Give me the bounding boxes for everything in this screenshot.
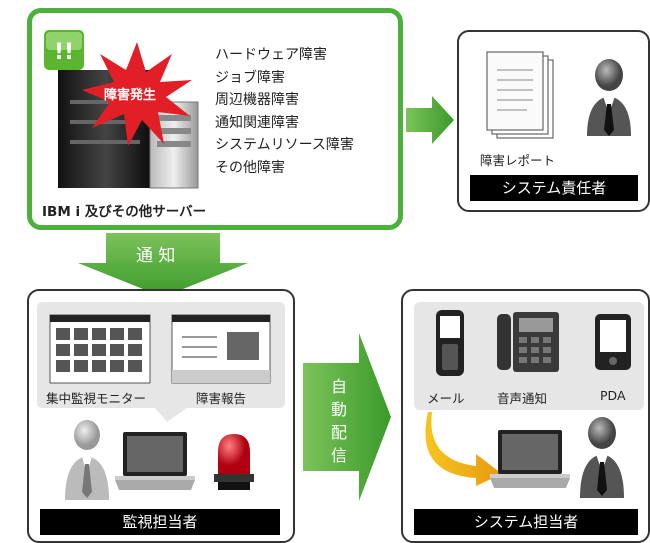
alert-icon: !!	[44, 30, 84, 70]
failure-item: 周辺機器障害	[215, 92, 299, 108]
pda-icon	[595, 314, 631, 370]
report-screen-icon	[171, 314, 271, 384]
delivery-label: 自 動 配 信	[329, 375, 349, 467]
right-arrow-top	[406, 96, 454, 144]
alarm-light-icon	[214, 434, 254, 490]
failure-item: その他障害	[215, 159, 285, 176]
desk-phone-icon	[497, 312, 559, 372]
report-document-icon	[486, 51, 554, 139]
notify-label: 通 知	[136, 246, 176, 266]
device-label-voice: 音声通知	[497, 391, 548, 406]
device-label-pda: PDA	[600, 388, 626, 403]
svg-text:!!: !!	[54, 40, 74, 65]
mobile-phone-icon	[436, 310, 464, 376]
monitor-screen-icon	[49, 314, 151, 384]
person-icon	[587, 59, 631, 136]
laptop-icon	[115, 432, 195, 490]
failure-item: 通知関連障害	[215, 114, 299, 131]
failure-list: ハードウェア障害 ジョブ障害 周辺機器障害 通知関連障害 システムリソース障害 …	[215, 44, 354, 179]
admin-role-label: システム責任者	[470, 175, 638, 201]
delivery-char: 配	[330, 423, 347, 442]
curved-arrow-icon	[425, 412, 502, 486]
delivery-char: 信	[330, 446, 347, 465]
down-arrow	[78, 233, 248, 297]
monitor-label: 集中監視モニター	[46, 391, 147, 406]
failure-item: システムリソース障害	[215, 137, 354, 153]
monitor-role-label: 監視担当者	[40, 509, 280, 535]
server-panel-title: IBM i 及びその他サーバー	[42, 204, 207, 220]
delivery-char: 動	[330, 400, 347, 419]
report-label-2: 障害報告	[196, 391, 247, 406]
laptop-icon	[490, 430, 570, 488]
delivery-arrow	[303, 333, 391, 501]
report-label: 障害レポート	[480, 153, 556, 168]
failure-burst-icon	[82, 42, 192, 146]
failure-item: ハードウェア障害	[215, 47, 327, 63]
device-label-mail: メール	[427, 391, 465, 406]
operator-role-label: システム担当者	[414, 509, 638, 535]
failure-item: ジョブ障害	[215, 69, 285, 86]
person-icon	[65, 420, 109, 500]
delivery-char: 自	[330, 377, 347, 396]
person-icon	[580, 417, 624, 498]
failure-burst-label: 障害発生	[104, 88, 157, 103]
